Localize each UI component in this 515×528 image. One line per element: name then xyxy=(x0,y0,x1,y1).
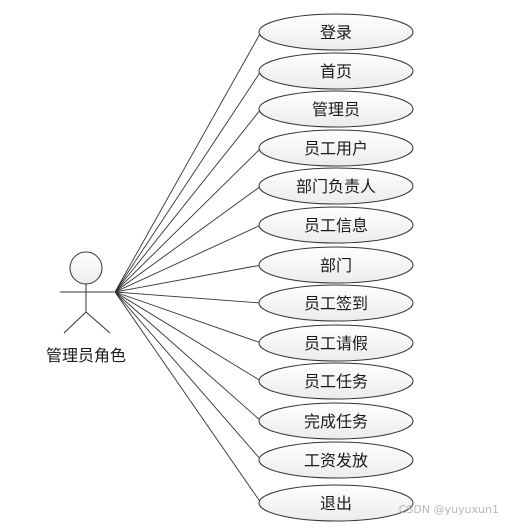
actor-head xyxy=(69,251,103,285)
use-case-label: 登录 xyxy=(320,23,352,42)
use-case: 部门 xyxy=(258,246,414,284)
association-line xyxy=(114,291,262,422)
use-case-list: 登录首页管理员员工用户部门负责人员工信息部门员工签到员工请假员工任务完成任务工资… xyxy=(258,13,414,522)
association-line xyxy=(114,224,262,293)
association-line xyxy=(114,291,262,461)
association-line xyxy=(114,291,262,382)
association-line xyxy=(114,31,262,293)
use-case-label: 员工用户 xyxy=(304,139,368,158)
use-case-ellipse xyxy=(258,362,414,400)
use-case-label: 部门负责人 xyxy=(296,177,376,196)
use-case: 完成任务 xyxy=(258,402,414,440)
association-line xyxy=(114,291,262,344)
use-case-label: 工资发放 xyxy=(304,451,368,470)
use-case-ellipse xyxy=(258,90,414,128)
use-case-label: 员工任务 xyxy=(304,372,368,391)
use-case-label: 退出 xyxy=(320,494,352,513)
association-lines xyxy=(114,31,262,504)
use-case-label: 员工信息 xyxy=(304,216,368,235)
use-case-ellipse xyxy=(258,52,414,90)
use-case: 首页 xyxy=(258,52,414,90)
use-case-label: 管理员 xyxy=(312,100,360,119)
use-case-label: 完成任务 xyxy=(304,412,368,431)
use-case: 员工用户 xyxy=(258,129,414,167)
actor-right-leg xyxy=(85,311,111,334)
association-line xyxy=(114,291,262,504)
use-case-ellipse xyxy=(258,206,414,244)
use-case-label: 部门 xyxy=(320,256,352,275)
use-case-ellipse xyxy=(258,484,414,522)
use-case-ellipse xyxy=(258,402,414,440)
use-case-label: 员工请假 xyxy=(304,334,368,353)
association-line xyxy=(114,185,262,293)
association-line xyxy=(114,108,262,293)
use-case: 员工信息 xyxy=(258,206,414,244)
association-line xyxy=(114,147,262,293)
use-case-ellipse xyxy=(258,167,414,205)
use-case-ellipse xyxy=(258,324,414,362)
use-case: 员工请假 xyxy=(258,324,414,362)
actor-left-leg xyxy=(63,311,87,334)
use-case-label: 员工签到 xyxy=(304,294,368,313)
association-line xyxy=(114,70,262,293)
use-case-ellipse xyxy=(258,129,414,167)
use-case: 部门负责人 xyxy=(258,167,414,205)
association-line xyxy=(114,291,262,304)
association-line xyxy=(114,264,262,293)
use-case: 退出 xyxy=(258,484,414,522)
use-case: 登录 xyxy=(258,13,414,51)
actor-figure: 管理员角色 xyxy=(46,251,126,365)
use-case: 员工任务 xyxy=(258,362,414,400)
use-case: 管理员 xyxy=(258,90,414,128)
use-case-ellipse xyxy=(258,284,414,322)
use-case-label: 首页 xyxy=(320,62,352,81)
use-case-ellipse xyxy=(258,13,414,51)
watermark: CSDN @yuyuxun1 xyxy=(398,503,499,516)
use-case-ellipse xyxy=(258,246,414,284)
use-case: 员工签到 xyxy=(258,284,414,322)
actor-label: 管理员角色 xyxy=(46,346,126,365)
use-case: 工资发放 xyxy=(258,441,414,479)
use-case-ellipse xyxy=(258,441,414,479)
